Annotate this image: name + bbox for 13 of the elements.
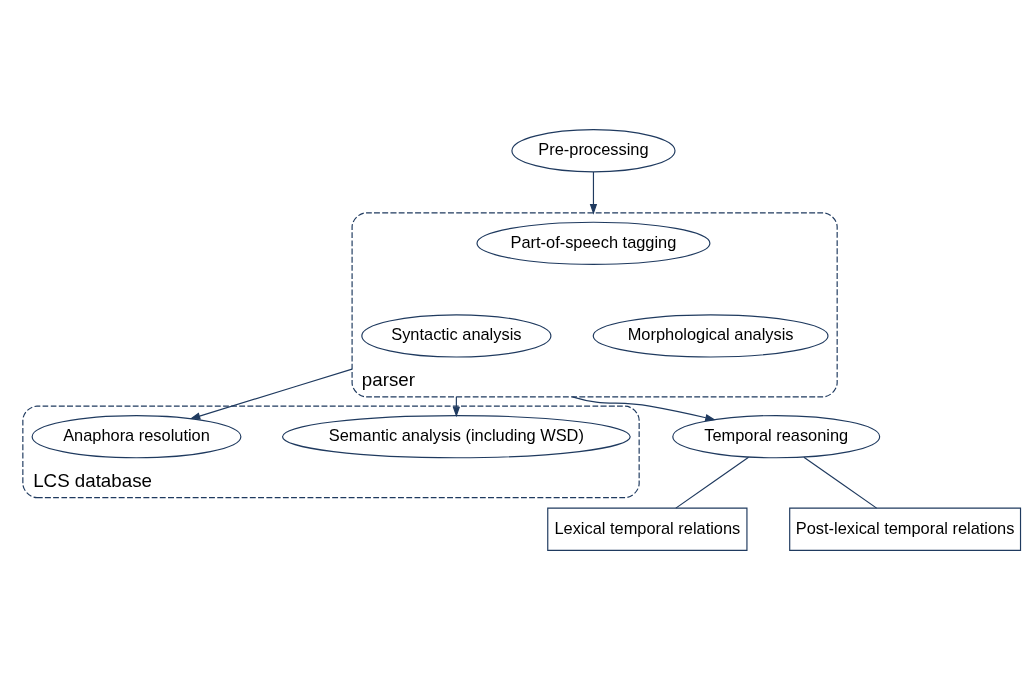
arrow xyxy=(571,395,716,421)
arrow xyxy=(189,368,353,420)
node-ellipse: Pre-processing xyxy=(511,128,676,172)
arrow xyxy=(589,170,598,215)
connector xyxy=(675,456,750,509)
connector xyxy=(803,456,878,509)
node-ellipse: Morphological analysis xyxy=(592,313,829,358)
node-box: Lexical temporal relations xyxy=(547,507,748,551)
node-ellipse: Semantic analysis (including WSD) xyxy=(281,414,631,458)
node-ellipse: Syntactic analysis xyxy=(361,313,552,358)
node-box: Post-lexical temporal relations xyxy=(789,507,1022,551)
node-ellipse: Anaphora resolution xyxy=(31,414,242,458)
node-ellipse: Part-of-speech tagging xyxy=(476,221,711,265)
